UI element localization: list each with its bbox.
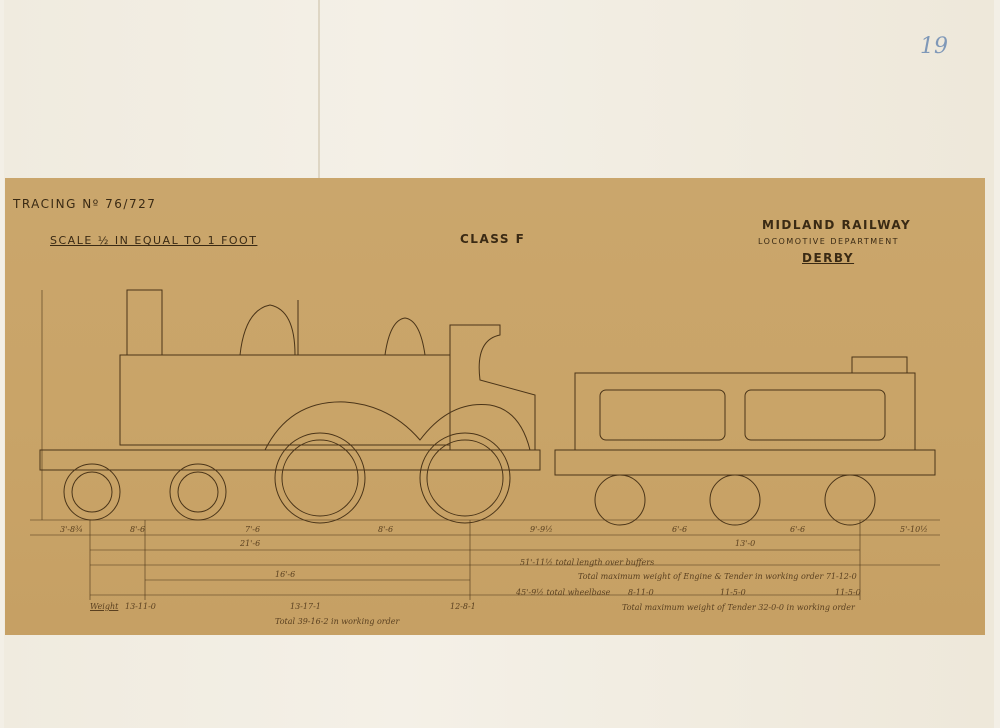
tender-weight-1: 8-11-0 [628, 588, 654, 597]
dim-6: 6'-6 [672, 525, 688, 534]
tender-wheelbase: 13'-0 [735, 539, 756, 548]
engine-wheels [63, 432, 511, 524]
dim-4: 8'-6 [378, 525, 394, 534]
engine-weight-2: 13-17-1 [290, 602, 321, 611]
fold-line [318, 0, 320, 178]
tender-frame [554, 449, 936, 476]
boiler [119, 354, 451, 446]
dim-7: 6'-6 [790, 525, 806, 534]
dome [239, 304, 296, 356]
cab [449, 324, 536, 451]
length-note: 51'-11½ total length over buffers [520, 558, 655, 567]
tender-total-note: Total maximum weight of Tender 32-0-0 in… [622, 603, 855, 612]
tracing-number: TRACING Nº 76/727 [13, 197, 157, 211]
department-name: LOCOMOTIVE DEPARTMENT [758, 237, 900, 246]
weight-label: Weight [90, 602, 119, 611]
safety-valve [384, 317, 426, 356]
dimension-lines [30, 290, 940, 600]
dim-2: 8'-6 [130, 525, 146, 534]
company-name: MIDLAND RAILWAY [762, 218, 912, 232]
engine-weight-3: 12-8-1 [450, 602, 476, 611]
scale-label: SCALE ½ IN EQUAL TO 1 FOOT [50, 234, 258, 247]
wheelbase-note: 45'-9½ total wheelbase [516, 588, 611, 597]
dim-8: 5'-10½ [900, 525, 928, 534]
dim-3: 7'-6 [245, 525, 261, 534]
tender-toolbox [851, 356, 908, 374]
sheet-number: 19 [920, 34, 948, 59]
splashers [264, 401, 531, 451]
tender-panel [744, 389, 886, 441]
location-name: DERBY [802, 251, 855, 265]
frame [39, 449, 541, 471]
chimney [126, 289, 163, 356]
tender-weight-2: 11-5-0 [720, 588, 746, 597]
engine-total-note: Total 39-16-2 in working order [275, 617, 400, 626]
engine-weight-1: 13-11-0 [125, 602, 156, 611]
total-weight-note: Total maximum weight of Engine & Tender … [578, 572, 857, 581]
engine-wheelbase: 21'-6 [240, 539, 261, 548]
tender-wheels [594, 474, 876, 526]
tender-panel [599, 389, 726, 441]
class-label: CLASS F [460, 232, 526, 246]
dim-1: 3'-8¾ [60, 525, 83, 534]
tender-weight-3: 11-5-0 [835, 588, 861, 597]
dim-5: 9'-9½ [530, 525, 553, 534]
coupled-dimension: 16'-6 [275, 570, 296, 579]
